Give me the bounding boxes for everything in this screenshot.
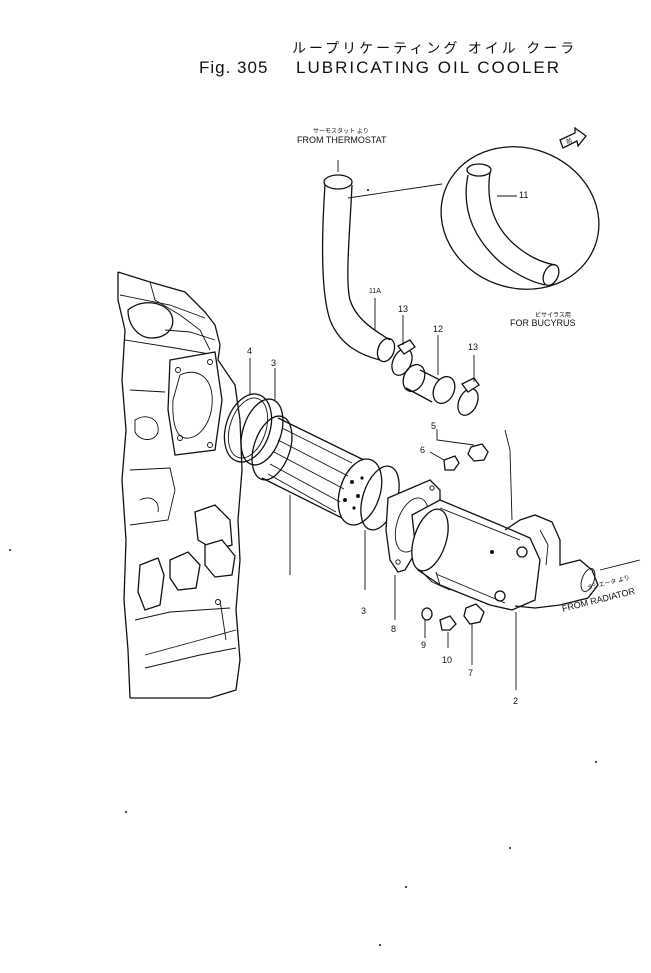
washer-9 <box>421 607 433 621</box>
callout-10: 10 <box>442 655 453 665</box>
bolt-10 <box>439 615 457 631</box>
hose-12 <box>402 363 456 405</box>
hose-clamp-13-lower <box>457 377 480 416</box>
callout-3-lower: 3 <box>361 606 367 616</box>
callout-9: 9 <box>421 640 427 650</box>
callout-11a: 11A <box>369 288 381 295</box>
callout-13-upper: 13 <box>398 304 409 314</box>
from-thermostat-label: FROM THERMOSTAT <box>297 135 387 145</box>
washer-6 <box>443 455 460 471</box>
for-bucyrus-jp-label: ビサイラス用 <box>535 312 571 319</box>
hose-clamp-13-upper <box>391 339 416 376</box>
callout-13-lower: 13 <box>468 342 479 352</box>
from-thermostat-jp-label: サーモスタット より <box>313 128 369 135</box>
callout-8: 8 <box>391 624 397 634</box>
nut-5 <box>467 443 489 462</box>
cooler-housing-2 <box>411 499 599 611</box>
leader-lines <box>249 160 641 690</box>
callout-12: 12 <box>433 324 444 334</box>
title-japanese: ループリケーティング オイル クーラ <box>292 41 578 57</box>
o-ring-4 <box>223 393 273 463</box>
callout-11: 11 <box>519 190 529 200</box>
bucyrus-hose-11 <box>440 146 600 290</box>
callout-4: 4 <box>247 346 253 356</box>
for-bucyrus-label: FOR BUCYRUS <box>510 318 576 328</box>
callout-2: 2 <box>513 696 519 706</box>
oil-cooler-element <box>251 415 383 526</box>
callout-7: 7 <box>468 668 474 678</box>
figure-number: Fig. 305 <box>199 58 269 77</box>
callout-5: 5 <box>431 421 437 431</box>
front-arrow-marker <box>559 126 587 149</box>
gasket-ring-3-upper <box>240 398 284 466</box>
plug-7 <box>463 603 485 625</box>
engine-block-outline <box>117 271 243 699</box>
figure-title: LUBRICATING OIL COOLER <box>296 58 562 77</box>
callout-6: 6 <box>420 445 426 455</box>
hose-11a <box>321 174 396 363</box>
callout-3-upper: 3 <box>271 358 277 368</box>
